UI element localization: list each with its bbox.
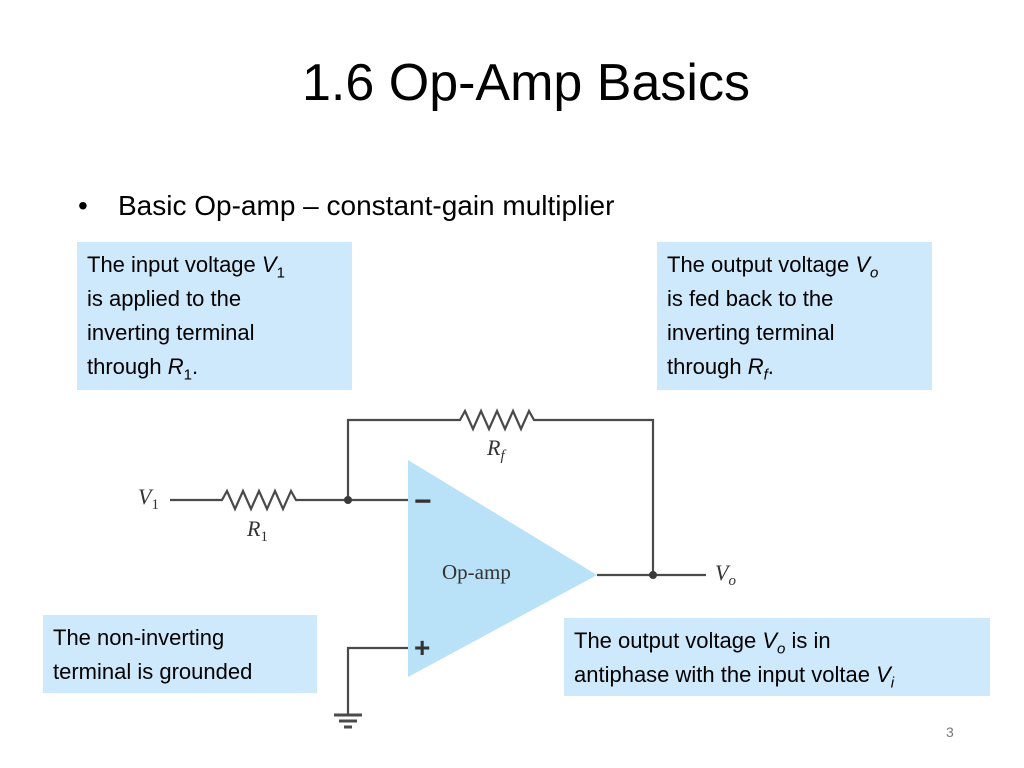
- feedback-wire: [346, 408, 655, 575]
- input-junction-dot: [344, 496, 352, 504]
- bullet-item: • Basic Op-amp – constant-gain multiplier: [78, 188, 614, 224]
- input-voltage-label: V1: [138, 484, 159, 513]
- feedback-resistor-label: Rf: [486, 435, 506, 464]
- ground-icon: [334, 713, 362, 729]
- ground-wire: [346, 646, 408, 714]
- input-wire: [170, 488, 408, 512]
- output-voltage-label: Vo: [715, 560, 736, 589]
- page-number: 3: [946, 724, 954, 740]
- callout-line: through Rf.: [667, 354, 774, 384]
- noninverting-terminal-sign: +: [414, 632, 430, 663]
- output-junction-dot: [649, 571, 657, 579]
- noninverting-callout: The non-inverting terminal is grounded: [43, 615, 317, 693]
- callout-line: is fed back to the: [667, 286, 834, 311]
- callout-line: The output voltage Vo is in: [574, 628, 831, 658]
- slide-title: 1.6 Op-Amp Basics: [302, 54, 750, 112]
- inverting-terminal-sign: −: [414, 485, 432, 518]
- callout-line: through R1.: [87, 354, 199, 384]
- input-resistor-label: R1: [246, 516, 268, 545]
- callout-line: inverting terminal: [87, 320, 255, 345]
- callout-line: The output voltage Vo: [667, 252, 879, 282]
- op-amp-triangle: [408, 460, 597, 677]
- callout-line: antiphase with the input voltae Vi: [574, 662, 895, 692]
- bullet-dot-icon: •: [78, 190, 88, 221]
- op-amp-label: Op-amp: [442, 560, 511, 584]
- callout-line: inverting terminal: [667, 320, 835, 345]
- callout-line: terminal is grounded: [53, 659, 253, 684]
- callout-line: is applied to the: [87, 286, 242, 311]
- feedback-callout: The output voltage Vo is fed back to the…: [657, 242, 932, 390]
- input-voltage-callout: The input voltage V1 is applied to the i…: [77, 242, 352, 390]
- callout-line: The non-inverting: [53, 625, 225, 650]
- antiphase-callout: The output voltage Vo is in antiphase wi…: [564, 618, 990, 696]
- bullet-text: Basic Op-amp – constant-gain multiplier: [118, 190, 615, 221]
- callout-line: The input voltage V1: [87, 252, 285, 282]
